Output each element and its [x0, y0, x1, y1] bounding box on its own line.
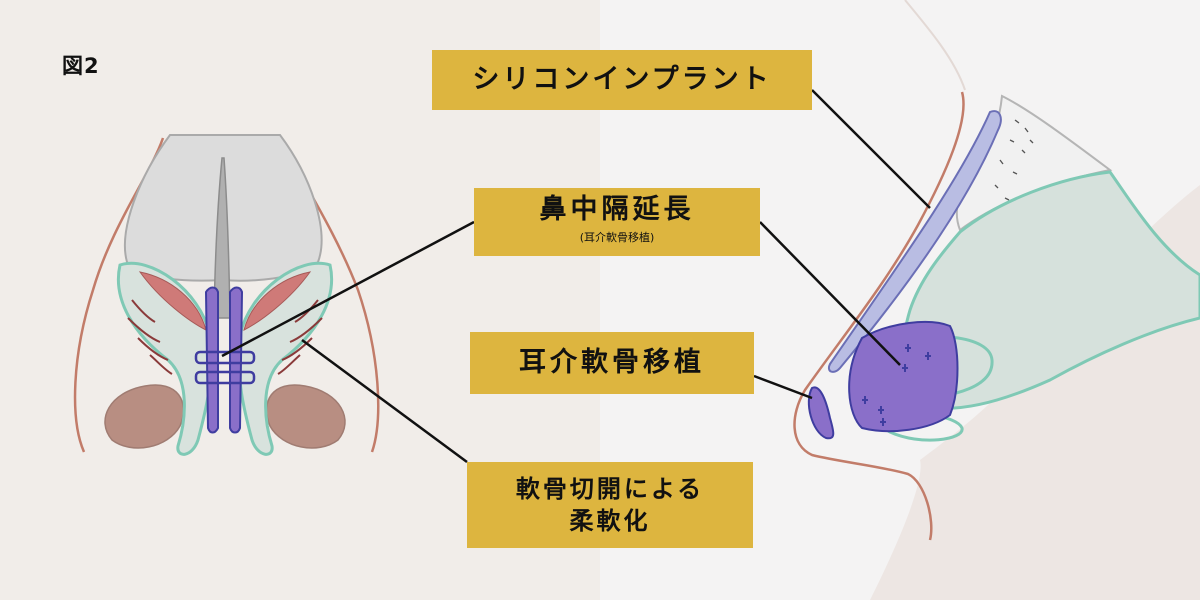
- leader-lines: [221, 89, 931, 464]
- left-nostril: [104, 384, 185, 449]
- label-ear-cartilage-graft: 耳介軟骨移植: [470, 332, 754, 394]
- lateral-cartilage-region: [901, 170, 1200, 410]
- leader-line-implant: [811, 89, 931, 209]
- right-septal-graft: [229, 286, 244, 434]
- figure-title: 図2: [62, 54, 100, 78]
- label-cartilage-incision-line2: 柔軟化: [569, 507, 651, 535]
- graft-suture-marks: [862, 344, 931, 426]
- right-nostril: [265, 384, 346, 449]
- frontal-nose-view: [73, 134, 380, 456]
- bone-texture: [994, 119, 1034, 201]
- left-septal-graft: [204, 286, 219, 434]
- face-contour-line: [904, 0, 966, 91]
- label-septal-extension: 鼻中隔延長 (耳介軟骨移植): [474, 188, 760, 256]
- leader-line-incision: [301, 338, 468, 464]
- label-cartilage-incision: 軟骨切開による 柔軟化: [467, 462, 753, 548]
- leader-line-septum-left: [221, 220, 475, 358]
- suture-lines: [194, 350, 256, 385]
- label-septal-extension-main: 鼻中隔延長: [539, 194, 695, 225]
- face-background: [870, 0, 1200, 600]
- septal-extension-graft-lateral: [848, 321, 959, 433]
- label-silicone-implant: シリコンインプラント: [432, 50, 812, 110]
- lateral-nose-view: [793, 0, 1200, 600]
- leader-line-septum-right: [759, 221, 901, 366]
- right-muscle: [243, 271, 312, 331]
- leader-line-graft: [753, 374, 813, 400]
- right-incision-marks: [277, 299, 323, 375]
- left-incision-marks: [127, 299, 173, 375]
- label-septal-extension-note: (耳介軟骨移植): [579, 231, 655, 244]
- columella-graft: [807, 386, 835, 440]
- label-cartilage-incision-line1: 軟骨切開による: [515, 475, 705, 503]
- silicone-implant-lateral: [828, 110, 1002, 373]
